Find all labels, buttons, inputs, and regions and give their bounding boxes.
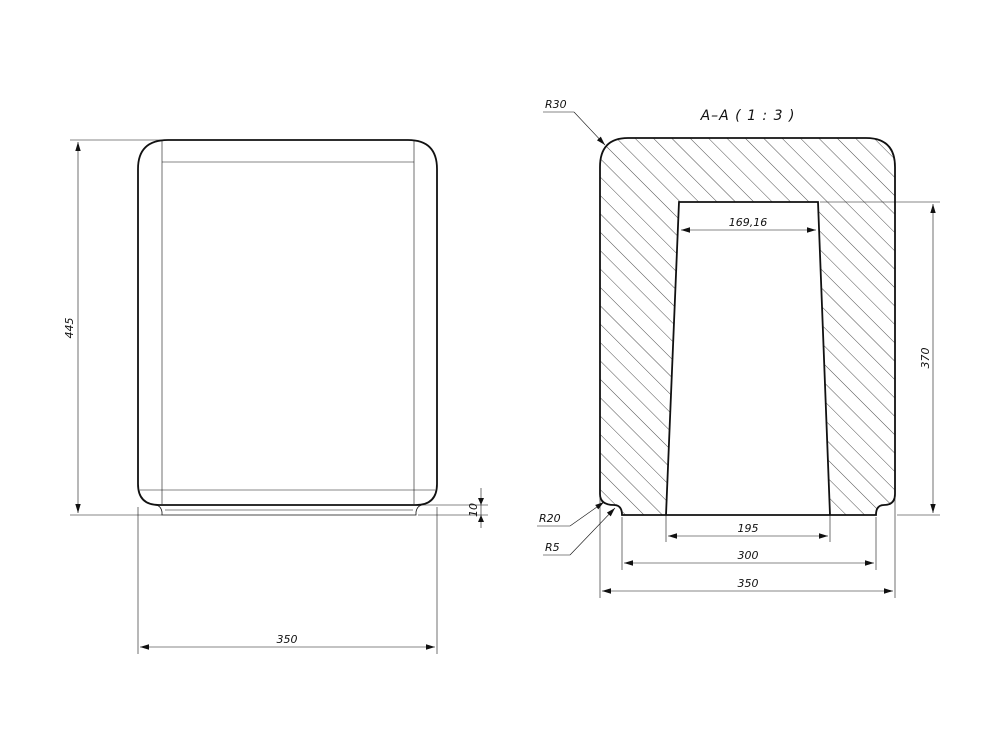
dim-top-opening-169-16: 169,16: [729, 216, 768, 229]
section-view: A–A ( 1 : 3 ) 169,16 370 195 300 350 R30: [537, 98, 940, 598]
leader-r30: [573, 111, 606, 146]
dim-step-10: 10: [467, 503, 480, 517]
dim-height-445: 445: [63, 318, 76, 339]
section-body: [599, 137, 896, 516]
radius-r5: R5: [545, 541, 560, 554]
front-view: 445 10 350: [63, 139, 488, 654]
dim-width-350: 350: [277, 633, 298, 646]
leader-r20: [569, 501, 605, 527]
dim-height-370: 370: [919, 348, 932, 369]
dim-base-width-300: 300: [738, 549, 759, 562]
radius-r30: R30: [545, 98, 567, 111]
dim-bottom-opening-195: 195: [738, 522, 759, 535]
radius-r20: R20: [539, 512, 561, 525]
leader-r5: [569, 507, 616, 556]
front-view-base-foot: [155, 504, 423, 516]
dim-overall-width-350: 350: [738, 577, 759, 590]
section-title: A–A ( 1 : 3 ): [700, 108, 796, 124]
front-view-outline: [137, 139, 438, 506]
